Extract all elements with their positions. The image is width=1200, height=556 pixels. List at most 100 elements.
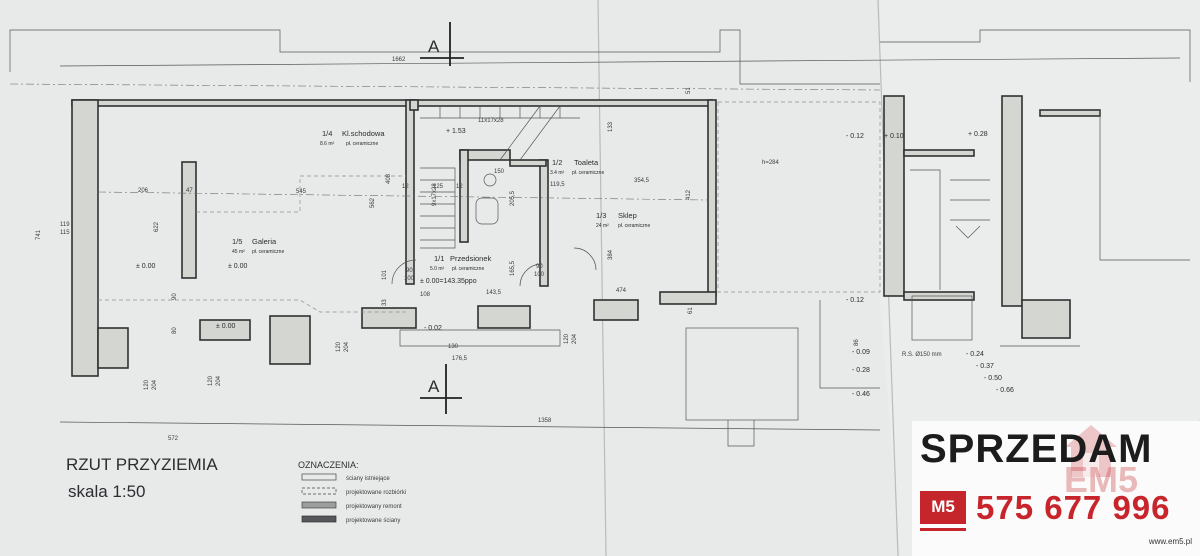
dimension-labels: 1662 1358 572 741 206 622 47 545 408 562…	[36, 57, 860, 442]
svg-text:47: 47	[186, 188, 193, 194]
legend-item: ściany istniejące	[346, 476, 390, 482]
washbasin-fixture	[475, 197, 499, 225]
wall-galeria-partition	[181, 161, 197, 279]
legend-swatch-new	[301, 515, 337, 523]
entry-steps	[399, 329, 561, 347]
drawing-scale: skala 1:50	[68, 482, 146, 501]
pillar-5	[477, 305, 531, 329]
room-name: Galeria	[252, 237, 277, 246]
room-area: 45 m²	[232, 249, 245, 255]
room-number: 1/3	[596, 211, 606, 220]
svg-text:204: 204	[152, 379, 158, 390]
legend-item: projektowane ściany	[346, 518, 400, 524]
level-rs-c: - 0.50	[984, 375, 1002, 382]
svg-text:12: 12	[402, 184, 409, 190]
agency-logo: M5	[920, 491, 966, 531]
svg-text:90: 90	[172, 293, 178, 300]
level-rs-b: - 0.37	[976, 363, 994, 370]
dashed-annex	[717, 101, 881, 293]
advert-ghost-text: EM5	[1064, 459, 1139, 500]
drawing-title: RZUT PRZYZIEMIA	[66, 455, 218, 474]
level-right-c: + 0.28	[968, 131, 988, 138]
pillar-1	[97, 327, 129, 369]
svg-text:412: 412	[686, 189, 692, 200]
level-rs-a: - 0.24	[966, 351, 984, 358]
svg-text:204: 204	[344, 341, 350, 352]
svg-text:51: 51	[686, 87, 692, 94]
dashed-line-south	[98, 299, 406, 313]
wall-stair-cap	[409, 99, 419, 111]
advert-website[interactable]: www.em5.pl	[1148, 537, 1192, 546]
svg-text:120: 120	[144, 379, 150, 390]
level-entry: - 0.02	[424, 325, 442, 332]
level-stairs: + 1.53	[446, 128, 466, 135]
level-rs-d: - 0.66	[996, 387, 1014, 394]
section-arrow-bottom	[420, 364, 462, 414]
house-logo-icon	[1065, 425, 1117, 477]
svg-text:130: 130	[448, 344, 459, 350]
svg-text:1662: 1662	[392, 57, 406, 63]
neighbour-building	[883, 95, 1190, 347]
axis-line-top	[9, 83, 881, 91]
svg-text:120: 120	[564, 333, 570, 344]
svg-text:176,5: 176,5	[452, 356, 468, 362]
legend-swatch-existing	[301, 473, 337, 481]
dashed-line-galeria	[196, 175, 406, 213]
advert-phone[interactable]: 575 677 996	[976, 489, 1171, 526]
room-label-sklep: 1/3 Sklep 24 m² pł. ceramiczne	[596, 211, 650, 229]
pillar-6	[593, 299, 639, 321]
room-area: 8.6 m²	[320, 141, 335, 147]
legend-swatch-renovation	[301, 501, 337, 509]
svg-text:80: 80	[172, 327, 178, 334]
room-number: 1/1	[434, 254, 444, 263]
svg-text:474: 474	[616, 288, 627, 294]
door-swing-2	[519, 263, 543, 287]
room-area: 24 m²	[596, 223, 609, 229]
svg-text:150: 150	[494, 169, 505, 175]
agency-logo-text: M5	[931, 497, 955, 516]
svg-text:354,5: 354,5	[634, 178, 650, 184]
room-number: 1/4	[322, 129, 332, 138]
svg-text:204: 204	[572, 333, 578, 344]
wall-east	[707, 99, 717, 297]
level-przedsionek: ± 0.00=143.35ppo	[420, 278, 477, 285]
right-step-outline	[819, 300, 880, 389]
svg-text:165,5: 165,5	[510, 260, 516, 276]
svg-text:101: 101	[382, 269, 388, 280]
room-label-galeria: 1/5 Galeria 45 m² pł. ceramiczne	[232, 237, 284, 255]
dim-line-bottom	[59, 421, 881, 431]
wc-fixture	[483, 173, 497, 187]
level-low-c: - 0.46	[852, 391, 870, 398]
room-name: Sklep	[618, 211, 637, 220]
pillar-4	[361, 307, 417, 329]
svg-text:545: 545	[296, 189, 307, 195]
room-label-przedsionek: 1/1 Przedsionek 5.0 m² pł. ceramiczne	[430, 254, 492, 272]
room-label-kl-schodowa: 1/4 Kl.schodowa 8.6 m² pł. ceramiczne	[320, 129, 385, 147]
svg-text:133: 133	[608, 121, 614, 132]
section-mark-top: A	[428, 37, 440, 56]
svg-text:61: 61	[688, 307, 694, 314]
level-galeria-c: ± 0.00	[216, 323, 236, 330]
outside-slab	[685, 327, 799, 421]
room-floor: pł. ceramiczne	[572, 170, 604, 176]
paper-fold	[597, 0, 607, 556]
svg-text:562: 562	[370, 197, 376, 208]
pillar-2	[199, 319, 251, 341]
svg-text:206: 206	[138, 188, 149, 194]
room-floor: pł. ceramiczne	[452, 266, 484, 272]
svg-text:572: 572	[168, 436, 179, 442]
svg-text:12: 12	[456, 184, 463, 190]
svg-text:100: 100	[404, 276, 415, 282]
room-number: 1/2	[552, 158, 562, 167]
level-low-b: - 0.28	[852, 367, 870, 374]
axis-line-mid	[97, 191, 709, 201]
level-low-a: - 0.09	[852, 349, 870, 356]
wall-wc-west	[459, 149, 469, 243]
stair-label-2: 9x17x28	[432, 183, 438, 206]
svg-text:125: 125	[433, 184, 444, 190]
level-right-b: + 0.10	[884, 133, 904, 140]
svg-text:1358: 1358	[538, 418, 552, 424]
paper-sheet-right	[880, 0, 1200, 556]
wall-west	[71, 99, 99, 377]
advert-title: SPRZEDAM	[920, 427, 1153, 471]
